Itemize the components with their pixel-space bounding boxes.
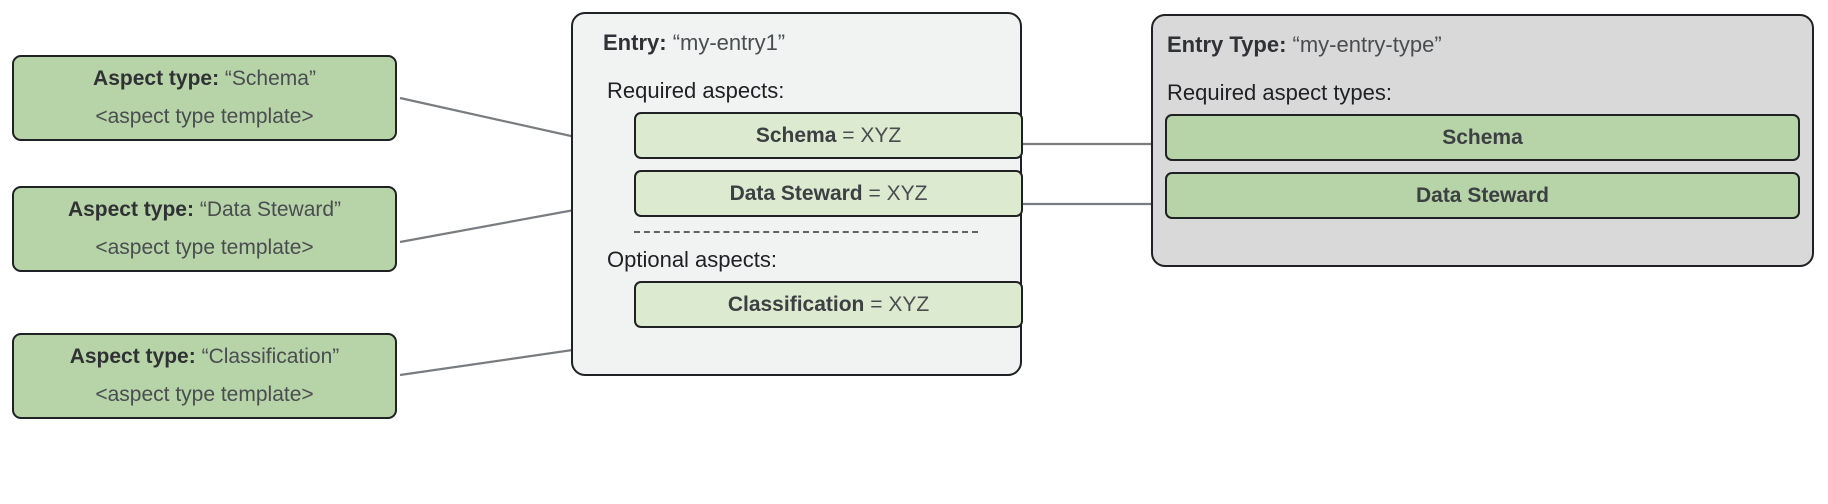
aspect-type-row-name: Schema xyxy=(1442,125,1523,149)
aspect-type-card-classification[interactable]: Aspect type: “Classification” <aspect ty… xyxy=(12,333,397,419)
entry-title: Entry: “my-entry1” xyxy=(603,30,996,56)
aspect-type-title: Aspect type: “Data Steward” xyxy=(68,198,341,222)
aspect-type-prefix: Aspect type: xyxy=(69,345,196,368)
aspect-type-card-schema[interactable]: Aspect type: “Schema” <aspect type templ… xyxy=(12,55,397,141)
aspect-type-name: “Data Steward” xyxy=(199,198,342,221)
aspect-row-schema[interactable]: Schema = XYZ xyxy=(634,112,1023,159)
aspect-type-row-data-steward[interactable]: Data Steward xyxy=(1165,172,1800,219)
aspect-type-template: <aspect type template> xyxy=(95,236,314,259)
optional-aspects-label: Optional aspects: xyxy=(607,247,777,272)
required-aspect-types-label: Required aspect types: xyxy=(1167,80,1393,105)
required-aspects-label: Required aspects: xyxy=(607,78,785,103)
aspect-row-text: Classification = XYZ xyxy=(728,293,929,317)
aspect-type-prefix: Aspect type: xyxy=(67,198,194,221)
aspect-row-value: = XYZ xyxy=(870,292,930,316)
entry-type-title-prefix: Entry Type: xyxy=(1167,32,1287,57)
entry-type-title-name: “my-entry-type” xyxy=(1292,32,1442,57)
required-optional-divider xyxy=(634,231,978,233)
aspect-row-text: Schema = XYZ xyxy=(756,124,901,148)
aspect-row-classification[interactable]: Classification = XYZ xyxy=(634,281,1023,328)
entry-panel[interactable]: Entry: “my-entry1” Required aspects: Sch… xyxy=(571,12,1023,376)
aspect-type-template: <aspect type template> xyxy=(95,105,314,128)
aspect-type-row-name: Data Steward xyxy=(1415,183,1550,207)
aspect-row-data-steward[interactable]: Data Steward = XYZ xyxy=(634,170,1023,217)
aspect-row-text: Data Steward = XYZ xyxy=(730,182,928,206)
entry-type-panel[interactable]: Entry Type: “my-entry-type” Required asp… xyxy=(1151,14,1814,267)
entry-title-prefix: Entry: xyxy=(603,30,667,55)
aspect-row-name: Classification xyxy=(727,292,865,316)
aspect-type-name: “Schema” xyxy=(224,67,316,90)
aspect-type-title: Aspect type: “Classification” xyxy=(70,345,340,369)
aspect-row-name: Schema xyxy=(755,123,837,147)
entry-type-title: Entry Type: “my-entry-type” xyxy=(1167,32,1800,58)
aspect-type-prefix: Aspect type: xyxy=(93,67,220,90)
aspect-type-card-data-steward[interactable]: Aspect type: “Data Steward” <aspect type… xyxy=(12,186,397,272)
aspect-type-row-schema[interactable]: Schema xyxy=(1165,114,1800,161)
aspect-type-name: “Classification” xyxy=(201,345,340,368)
aspect-type-template: <aspect type template> xyxy=(95,383,314,406)
aspect-row-name: Data Steward xyxy=(729,181,863,205)
aspect-row-value: = XYZ xyxy=(842,123,902,147)
aspect-type-title: Aspect type: “Schema” xyxy=(93,67,316,91)
entry-title-name: “my-entry1” xyxy=(672,30,786,55)
aspect-row-value: = XYZ xyxy=(868,181,928,205)
